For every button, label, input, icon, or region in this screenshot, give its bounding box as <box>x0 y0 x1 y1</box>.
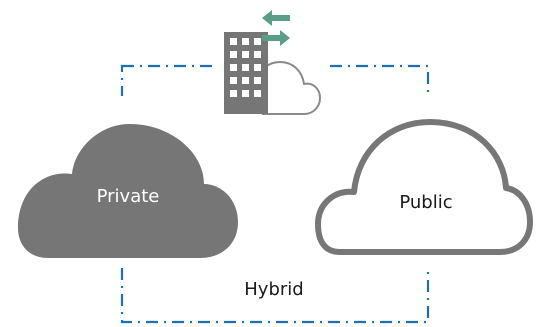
private-cloud-label: Private <box>96 186 160 207</box>
small-cloud-icon <box>257 61 321 115</box>
public-cloud <box>315 119 533 255</box>
office-building-icon <box>224 32 268 114</box>
private-cloud <box>18 124 238 258</box>
public-cloud-label: Public <box>399 192 453 213</box>
hybrid-label: Hybrid <box>244 279 304 300</box>
bidirectional-sync-arrows-icon <box>262 10 290 46</box>
